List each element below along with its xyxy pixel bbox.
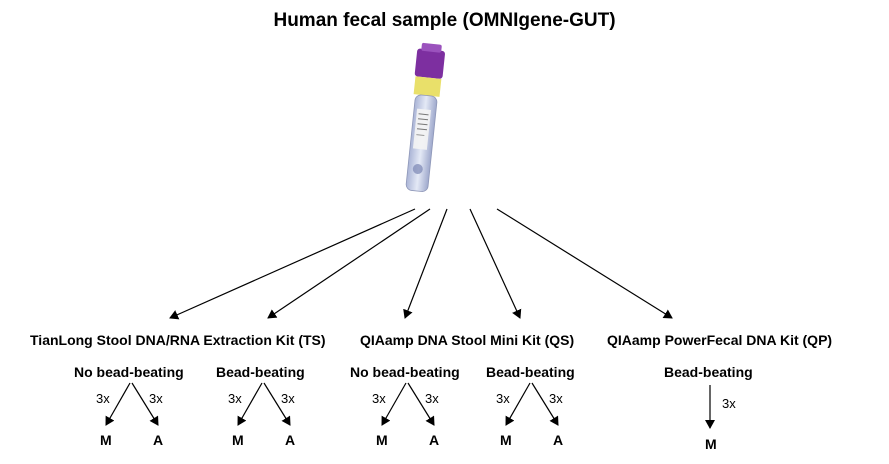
rep-label: 3x (149, 391, 163, 406)
rep-label: 3x (96, 391, 110, 406)
split-arrows (105, 382, 715, 429)
condition-qs-bead: Bead-beating (486, 364, 575, 380)
method-a: A (153, 432, 164, 448)
tube-band (413, 76, 442, 97)
diagram-title: Human fecal sample (OMNIgene-GUT) (273, 10, 616, 31)
kit-label-ts: TianLong Stool DNA/RNA Extraction Kit (T… (30, 332, 326, 348)
tube-cap (414, 48, 445, 79)
arrow-to-ts-bead (267, 208, 431, 319)
rep-label: 3x (549, 391, 563, 406)
condition-ts-no-bead: No bead-beating (74, 364, 184, 380)
condition-qs-no-bead: No bead-beating (350, 364, 460, 380)
method-m: M (705, 436, 717, 452)
method-m: M (500, 432, 512, 448)
rep-label: 3x (722, 396, 736, 411)
method-m: M (232, 432, 244, 448)
rep-label: 3x (496, 391, 510, 406)
sample-arrows (169, 208, 673, 320)
method-m: M (376, 432, 388, 448)
condition-ts-bead: Bead-beating (216, 364, 305, 380)
method-a: A (429, 432, 440, 448)
method-a: A (553, 432, 564, 448)
arrow-to-qs-no-bead (403, 208, 448, 319)
sample-tube (405, 42, 445, 192)
method-a: A (285, 432, 296, 448)
rep-label: 3x (228, 391, 242, 406)
rep-label: 3x (281, 391, 295, 406)
condition-qp-bead: Bead-beating (664, 364, 753, 380)
arrow-to-qp (496, 208, 673, 319)
kit-label-qp: QIAamp PowerFecal DNA Kit (QP) (607, 332, 833, 348)
method-m: M (100, 432, 112, 448)
rep-label: 3x (425, 391, 439, 406)
rep-label: 3x (372, 391, 386, 406)
kit-label-qs: QIAamp DNA Stool Mini Kit (QS) (360, 332, 575, 348)
arrow-to-qs-bead (469, 208, 522, 319)
arrow-to-ts-no-bead (169, 208, 416, 320)
